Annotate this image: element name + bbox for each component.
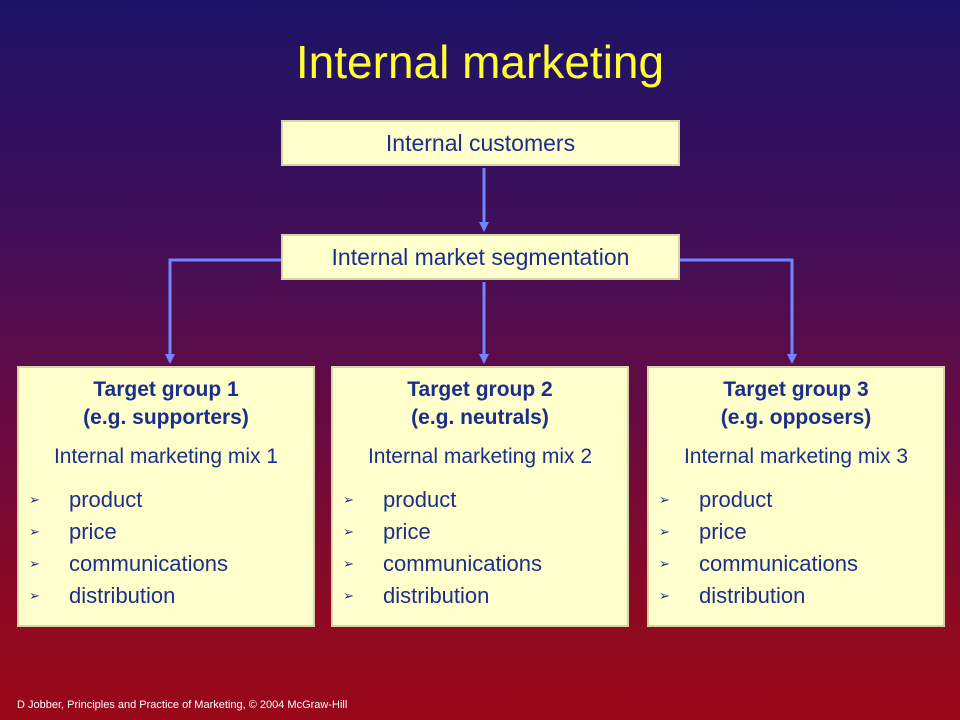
internal-customers-box: Internal customers — [281, 120, 680, 166]
list-item: ➢ communications — [27, 548, 313, 580]
target-group-3-items: ➢ product ➢ price ➢ communications ➢ distrib… — [649, 484, 943, 612]
list-item: ➢ communications — [657, 548, 943, 580]
target-group-1-items: ➢ product ➢ price ➢ communications ➢ distrib… — [19, 484, 313, 612]
target-group-1-subtitle: (e.g. supporters) — [83, 406, 249, 429]
target-group-2-mix: Internal marketing mix 2 — [367, 445, 593, 468]
list-item-label: communications — [699, 551, 858, 576]
arrow-bullet-icon: ➢ — [29, 492, 40, 507]
list-item: ➢ distribution — [657, 580, 943, 612]
list-item: ➢ price — [27, 516, 313, 548]
arrow-bullet-icon: ➢ — [659, 588, 670, 603]
target-group-3-title: Target group 3 — [723, 378, 869, 401]
target-group-3-subtitle: (e.g. opposers) — [720, 406, 872, 429]
arrow-bullet-icon: ➢ — [343, 588, 354, 603]
list-item: ➢ communications — [341, 548, 627, 580]
arrow-bullet-icon: ➢ — [659, 556, 670, 571]
internal-market-segmentation-label: Internal market segmentation — [331, 243, 630, 270]
list-item-label: distribution — [699, 583, 806, 608]
target-group-2-title: Target group 2 — [407, 378, 553, 401]
target-group-2-heading: Target group 2 (e.g. neutrals) — [333, 376, 627, 432]
arrow-segmentation-to-group-3 — [680, 258, 797, 364]
target-group-3-heading: Target group 3 (e.g. opposers) — [649, 376, 943, 432]
arrow-bullet-icon: ➢ — [29, 588, 40, 603]
internal-customers-label: Internal customers — [385, 129, 576, 156]
arrow-bullet-icon: ➢ — [343, 556, 354, 571]
slide-title: Internal marketing — [295, 36, 665, 88]
target-group-2-box: Target group 2 (e.g. neutrals) Internal … — [331, 366, 629, 627]
list-item: ➢ distribution — [341, 580, 627, 612]
target-group-1-title: Target group 1 — [93, 378, 239, 401]
arrow-bullet-icon: ➢ — [659, 492, 670, 507]
list-item-label: product — [383, 487, 457, 512]
arrow-segmentation-to-group-1 — [165, 258, 281, 364]
target-group-1-mix: Internal marketing mix 1 — [53, 445, 279, 468]
slide-footer: D Jobber, Principles and Practice of Mar… — [17, 699, 348, 711]
list-item-label: product — [69, 487, 143, 512]
target-group-3-mix: Internal marketing mix 3 — [683, 445, 909, 468]
arrow-bullet-icon: ➢ — [343, 492, 354, 507]
target-group-2-items: ➢ product ➢ price ➢ communications ➢ distrib… — [333, 484, 627, 612]
arrow-bullet-icon: ➢ — [29, 524, 40, 539]
target-group-3-box: Target group 3 (e.g. opposers) Internal … — [647, 366, 945, 627]
internal-market-segmentation-box: Internal market segmentation — [281, 234, 680, 280]
target-group-1-box: Target group 1 (e.g. supporters) Interna… — [17, 366, 315, 627]
target-group-1-heading: Target group 1 (e.g. supporters) — [19, 376, 313, 432]
list-item-label: product — [699, 487, 773, 512]
arrow-bullet-icon: ➢ — [343, 524, 354, 539]
list-item: ➢ distribution — [27, 580, 313, 612]
list-item-label: distribution — [69, 583, 176, 608]
arrow-bullet-icon: ➢ — [29, 556, 40, 571]
list-item-label: distribution — [383, 583, 490, 608]
list-item: ➢ product — [657, 484, 943, 516]
list-item: ➢ product — [27, 484, 313, 516]
list-item: ➢ price — [341, 516, 627, 548]
list-item-label: price — [69, 519, 117, 544]
list-item: ➢ price — [657, 516, 943, 548]
target-group-2-subtitle: (e.g. neutrals) — [411, 406, 549, 429]
list-item-label: communications — [69, 551, 228, 576]
arrow-bullet-icon: ➢ — [659, 524, 670, 539]
list-item-label: communications — [383, 551, 542, 576]
list-item-label: price — [383, 519, 431, 544]
list-item-label: price — [699, 519, 747, 544]
list-item: ➢ product — [341, 484, 627, 516]
